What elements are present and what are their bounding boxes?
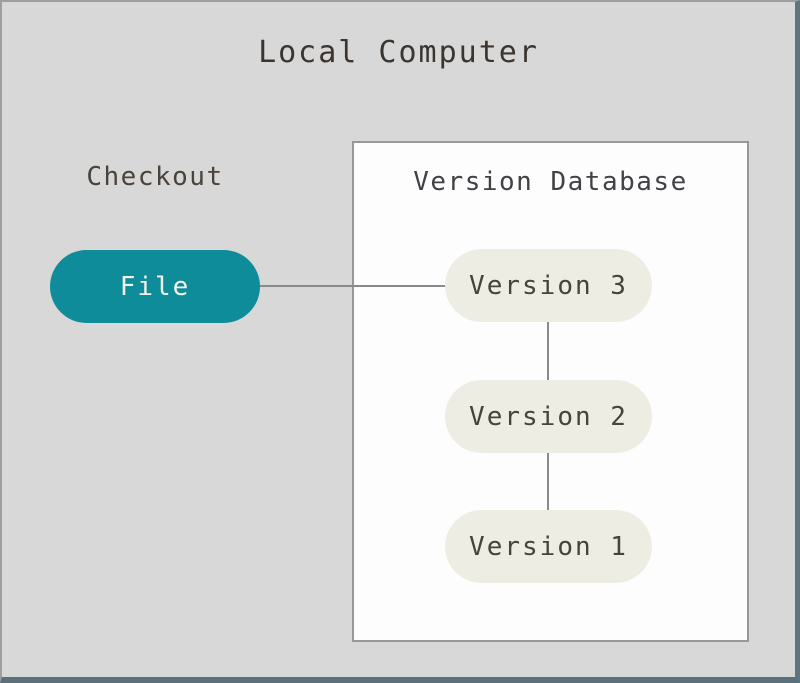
connector-version2-to-version1 xyxy=(547,453,549,511)
diagram-title: Local Computer xyxy=(258,35,539,70)
file-node: File xyxy=(50,250,260,323)
version-3-node: Version 3 xyxy=(445,249,652,322)
checkout-section-label: Checkout xyxy=(86,162,224,192)
file-node-label: File xyxy=(119,271,191,302)
version-3-node-label: Version 3 xyxy=(469,270,628,301)
version-database-label: Version Database xyxy=(413,167,688,197)
connector-file-to-version3 xyxy=(258,285,449,287)
version-2-node: Version 2 xyxy=(445,380,652,453)
version-2-node-label: Version 2 xyxy=(469,401,628,432)
version-1-node: Version 1 xyxy=(445,510,652,583)
connector-version3-to-version2 xyxy=(547,322,549,381)
version-1-node-label: Version 1 xyxy=(469,531,628,562)
